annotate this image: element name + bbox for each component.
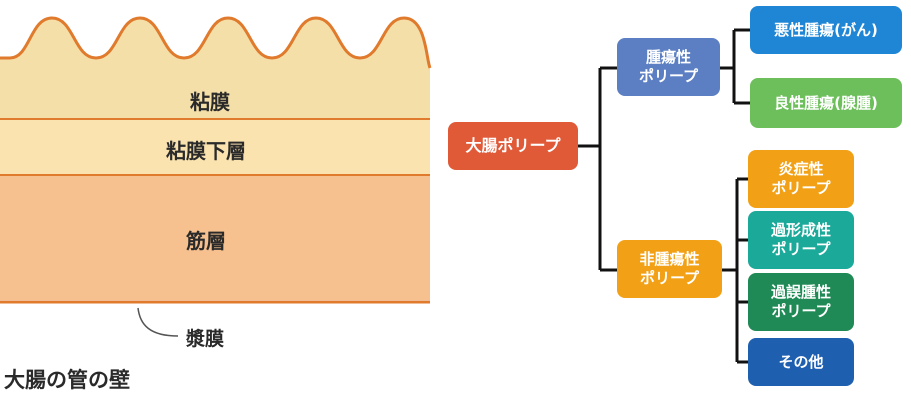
hyperplastic-polyp-box: 過形成性 ポリープ bbox=[748, 211, 854, 269]
serosa-label: 漿膜 bbox=[186, 328, 225, 350]
mucosa-surface-line bbox=[0, 16, 432, 69]
inflammatory-polyp-box: 炎症性 ポリープ bbox=[748, 150, 854, 208]
non-neoplastic-polyp-box: 非腫瘍性 ポリープ bbox=[617, 240, 722, 298]
benign-tumor-box: 良性腫瘍(腺腫) bbox=[750, 78, 902, 128]
hamartomatous-polyp-box: 過誤腫性 ポリープ bbox=[748, 273, 854, 331]
colon-wall-diagram bbox=[0, 16, 432, 337]
mucosa-wave bbox=[0, 18, 430, 118]
submucosa-label: 粘膜下層 bbox=[166, 139, 246, 163]
colon-wall-title: 大腸の管の壁 bbox=[4, 368, 130, 392]
root-colon-polyp-box: 大腸ポリープ bbox=[448, 122, 578, 170]
muscle-layer bbox=[0, 176, 430, 300]
muscle-label: 筋層 bbox=[186, 229, 226, 253]
submucosa-layer bbox=[0, 120, 430, 174]
mucosa-label: 粘膜 bbox=[190, 90, 230, 114]
malignant-tumor-box: 悪性腫瘍(がん) bbox=[750, 6, 902, 54]
other-polyp-box: その他 bbox=[748, 338, 854, 386]
serosa-pointer bbox=[137, 307, 179, 337]
neoplastic-polyp-box: 腫瘍性 ポリープ bbox=[617, 38, 720, 96]
